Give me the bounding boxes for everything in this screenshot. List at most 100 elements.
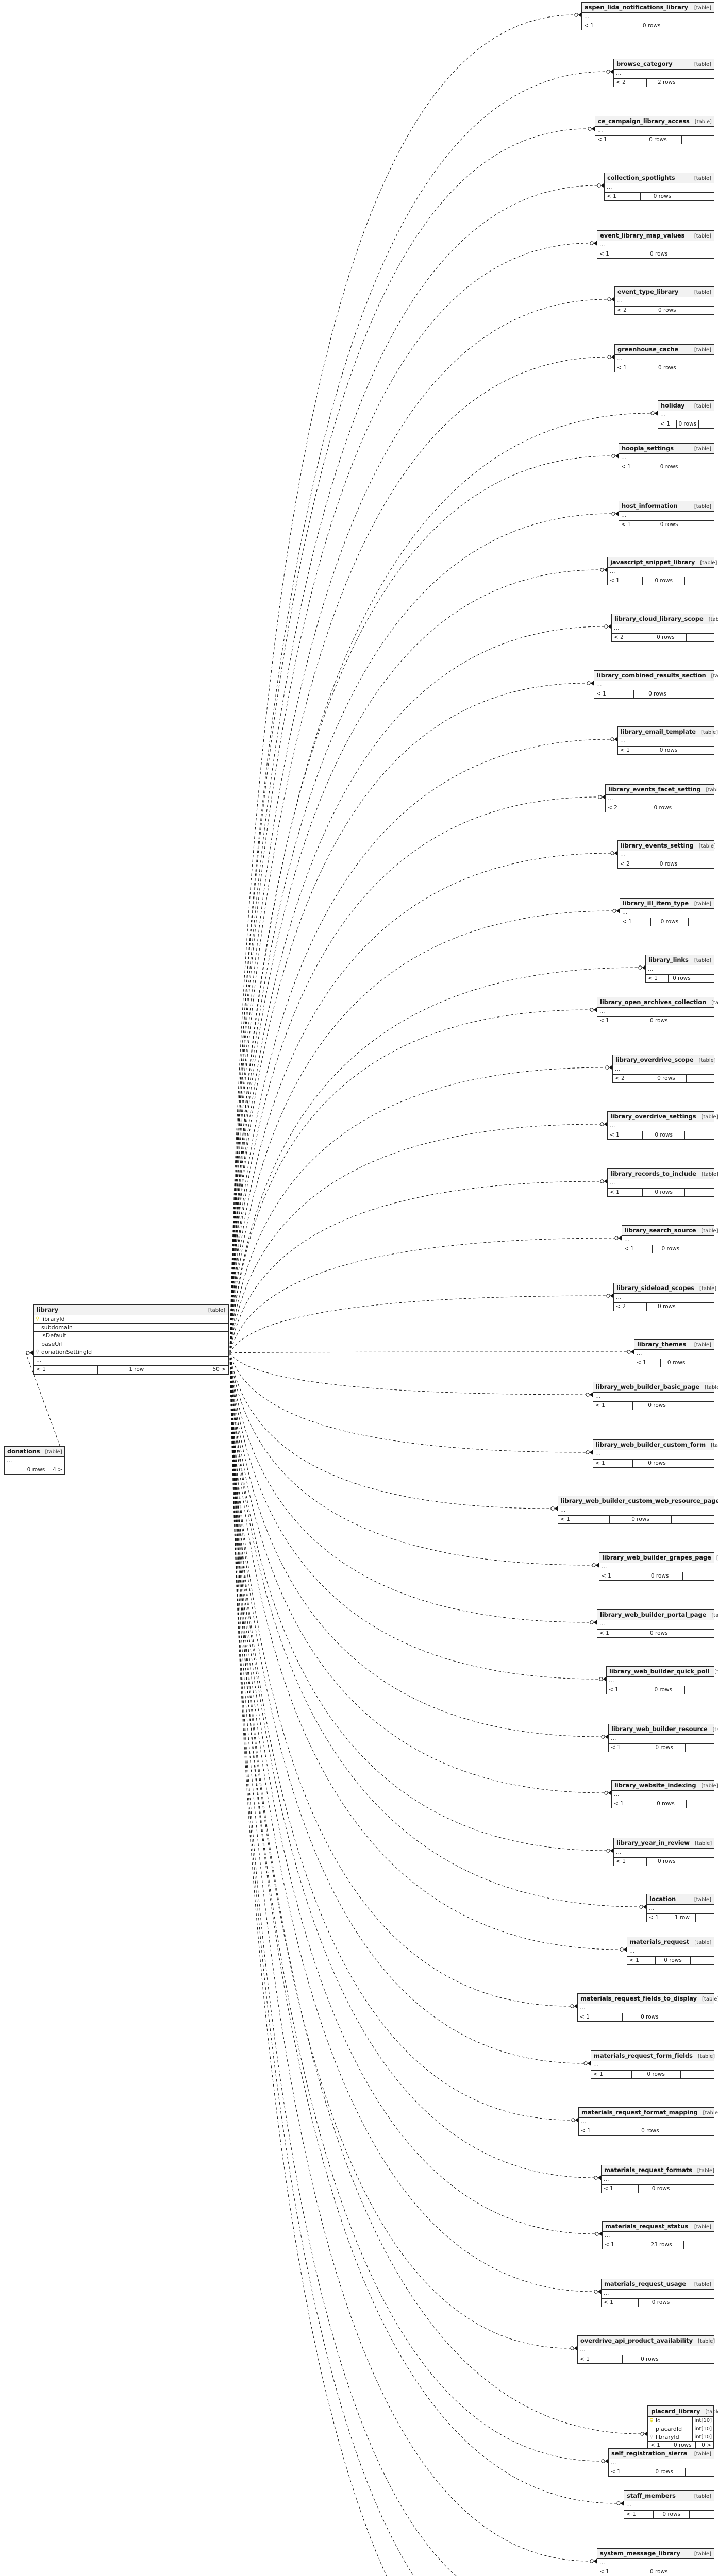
table-node-materials-request-form-fields[interactable]: materials_request_form_fields[table]...<… bbox=[591, 2050, 715, 2079]
table-node-library-web-builder-custom-form[interactable]: library_web_builder_custom_form[table]..… bbox=[593, 1439, 718, 1468]
table-node-library-web-builder-basic-page[interactable]: library_web_builder_basic_page[table]...… bbox=[593, 1382, 718, 1410]
hidden-columns-ellipsis: ... bbox=[597, 241, 714, 250]
relationship-edge bbox=[229, 1179, 607, 1353]
parents-count: < 1 bbox=[634, 1359, 661, 1367]
table-node-library-combined-results-section[interactable]: library_combined_results_section[table].… bbox=[594, 670, 718, 699]
table-name: library_web_builder_portal_page bbox=[600, 1611, 707, 1618]
foreign-key-icon: ♀ bbox=[649, 2434, 654, 2440]
relationship-edge bbox=[229, 624, 611, 1353]
primary-key-icon: ♀ bbox=[35, 1316, 39, 1322]
parents-count: < 2 bbox=[606, 804, 642, 812]
row-count: 0 rows bbox=[645, 634, 687, 641]
table-type-tag: [table] bbox=[700, 730, 718, 735]
relationship-edge bbox=[229, 411, 658, 1353]
table-node-library-web-builder-custom-web-resource-page[interactable]: library_web_builder_custom_web_resource_… bbox=[558, 1496, 718, 1524]
table-column-row[interactable]: ♀baseUrl bbox=[34, 1340, 228, 1348]
table-column-row[interactable]: ♀subdomain bbox=[34, 1324, 228, 1332]
children-count bbox=[685, 1686, 714, 1694]
table-node-materials-request-fields-to-display[interactable]: materials_request_fields_to_display[tabl… bbox=[577, 1993, 718, 2022]
relationship-edge bbox=[229, 1352, 608, 2464]
table-name: materials_request_format_mapping bbox=[581, 2109, 698, 2116]
table-node-placard-library[interactable]: placard_library[table]♀idint[10]♀placard… bbox=[647, 2405, 718, 2450]
children-count bbox=[689, 1245, 714, 1253]
table-column-row[interactable]: ♀isDefault bbox=[34, 1332, 228, 1340]
table-type-tag: [table] bbox=[694, 176, 711, 181]
table-type-tag: [table] bbox=[701, 1228, 718, 1234]
table-node-library-events-facet-setting[interactable]: library_events_facet_setting[table]...< … bbox=[605, 784, 718, 812]
children-count bbox=[695, 975, 714, 982]
table-header: ce_campaign_library_access[table] bbox=[595, 116, 714, 127]
table-node-aspen-lida-notifications-library[interactable]: aspen_lida_notifications_library[table].… bbox=[581, 2, 714, 30]
relationship-edge bbox=[229, 1122, 607, 1353]
table-header: library_web_builder_portal_page[table] bbox=[597, 1610, 718, 1620]
table-name: library_open_archives_collection bbox=[600, 998, 707, 1006]
table-header: materials_request_formats[table] bbox=[602, 2165, 714, 2176]
table-type-tag: [table] bbox=[694, 1342, 711, 1348]
column-type: int[10] bbox=[692, 2425, 713, 2433]
table-column-row[interactable]: ♀libraryId bbox=[34, 1315, 228, 1324]
hidden-columns-ellipsis: ... bbox=[593, 1450, 714, 1460]
table-name: library_web_builder_basic_page bbox=[596, 1383, 699, 1391]
table-node-materials-request-format-mapping[interactable]: materials_request_format_mapping[table].… bbox=[578, 2107, 718, 2136]
table-name: library_links bbox=[648, 956, 689, 963]
table-column-row[interactable]: ♀donationSettingId bbox=[34, 1348, 228, 1357]
table-type-tag: [table] bbox=[694, 1940, 712, 1945]
table-node-overdrive-api-product-availability[interactable]: overdrive_api_product_availability[table… bbox=[577, 2335, 715, 2364]
table-node-library-web-builder-resource[interactable]: library_web_builder_resource[table]...< … bbox=[608, 1724, 718, 1752]
row-count: 0 rows bbox=[647, 364, 688, 372]
table-node-library-cloud-library-scope[interactable]: library_cloud_library_scope[table]...< 2… bbox=[611, 614, 718, 642]
hidden-columns-ellipsis: ... bbox=[593, 1393, 714, 1402]
table-header: library[table] bbox=[34, 1305, 228, 1315]
children-count bbox=[683, 2299, 714, 2307]
table-node-library-web-builder-quick-poll[interactable]: library_web_builder_quick_poll[table]...… bbox=[606, 1666, 718, 1694]
table-node-library-open-archives-collection[interactable]: library_open_archives_collection[table].… bbox=[597, 997, 718, 1025]
children-count bbox=[682, 1630, 714, 1637]
children-count bbox=[682, 2568, 714, 2576]
relationship-edge bbox=[229, 1352, 578, 2123]
table-node-library[interactable]: library[table]♀libraryId♀subdomain♀isDef… bbox=[33, 1304, 229, 1375]
table-name: library_events_facet_setting bbox=[608, 786, 701, 793]
table-node-library-web-builder-portal-page[interactable]: library_web_builder_portal_page[table]..… bbox=[597, 1609, 718, 1638]
parents-count: < 2 bbox=[615, 307, 648, 314]
children-count: 0 > bbox=[702, 2442, 711, 2448]
table-node-library-web-builder-grapes-page[interactable]: library_web_builder_grapes_page[table]..… bbox=[599, 1552, 718, 1581]
